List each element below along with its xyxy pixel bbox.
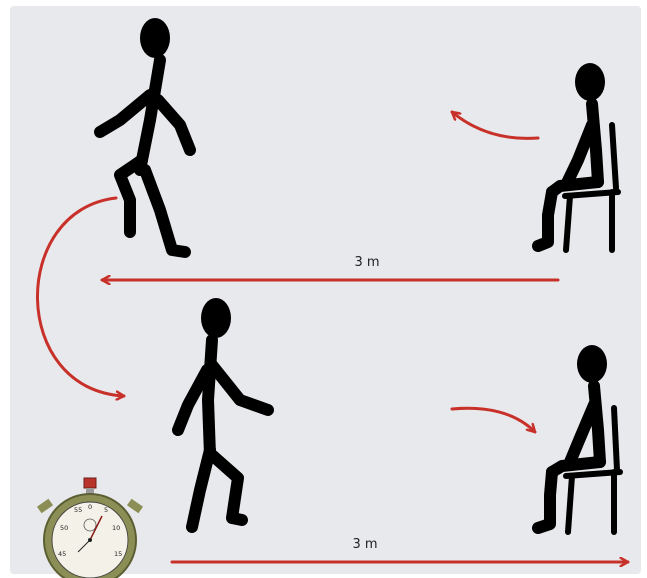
dial-number: 0 (88, 503, 92, 511)
top-distance-label: 3 m (354, 255, 379, 270)
dial-number: 55 (74, 506, 82, 514)
dial-number: 50 (60, 524, 68, 532)
dial-number: 10 (112, 524, 120, 532)
dial-number: 5 (104, 506, 108, 514)
dial-number: 45 (58, 550, 66, 558)
bottom-distance-label: 3 m (352, 537, 377, 552)
dial-number: 15 (114, 550, 122, 558)
